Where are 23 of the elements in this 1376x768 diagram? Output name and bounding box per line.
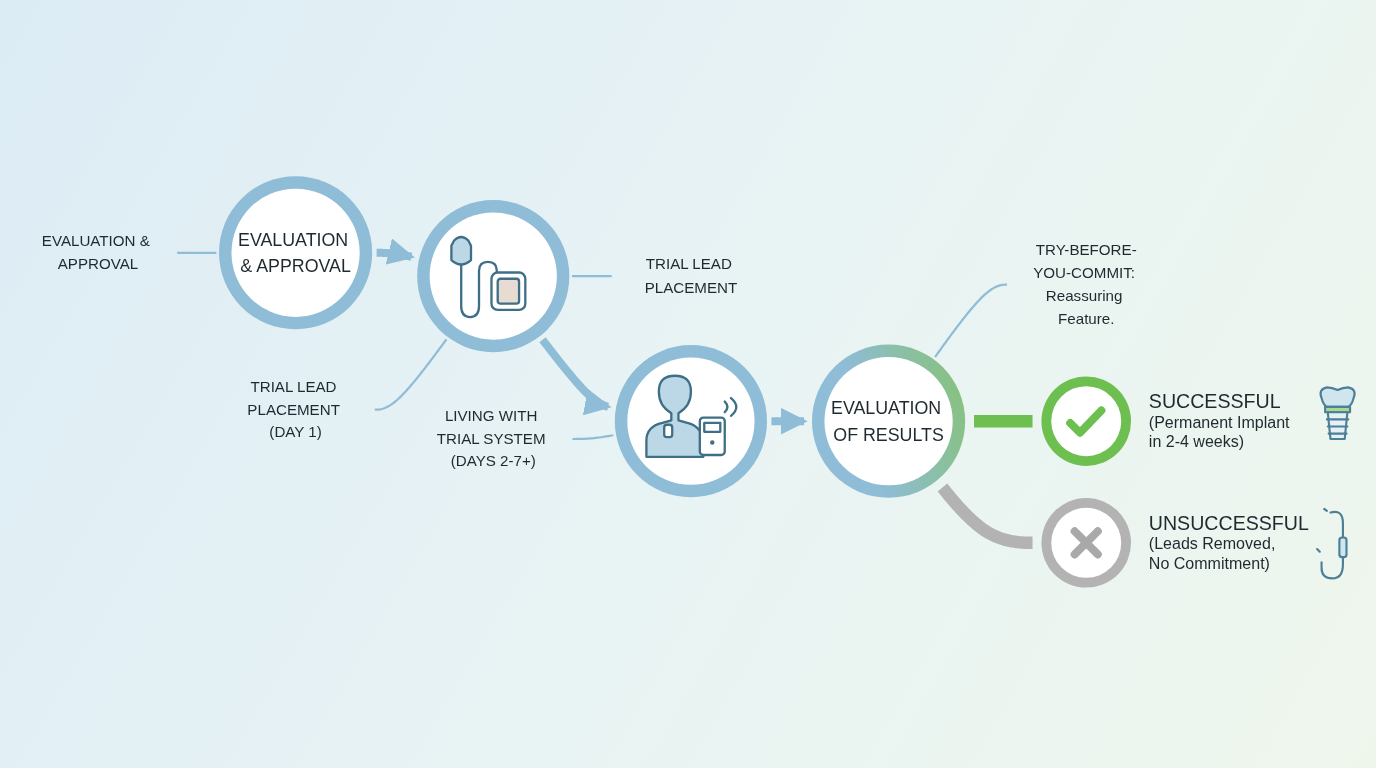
step-circle: EVALUATION & APPROVAL	[219, 176, 373, 330]
caption-text: TRIAL LEAD PLACEMENT	[644, 256, 738, 296]
leader-line	[934, 283, 1007, 358]
caption-text: LIVING WITH TRIAL SYSTEM (DAYS 2-7+)	[436, 407, 546, 470]
arrow	[374, 238, 415, 265]
outcome-circle	[1041, 498, 1132, 588]
leader-line	[177, 251, 217, 254]
leader-line	[572, 274, 613, 278]
outcome-note: (Permanent Implant in 2-4 weeks)	[1148, 413, 1291, 453]
leader-line	[572, 434, 615, 441]
caption-text: TRY-BEFORE-YOU-COMMIT: Reassuring Feature.	[1033, 241, 1137, 327]
leader-line	[374, 338, 448, 411]
outcome-note: (Leads Removed, No Commitment)	[1148, 535, 1277, 574]
step-circle	[614, 345, 767, 498]
step-circle: EVALUATION OF RESULTS	[812, 344, 966, 498]
caption-text: EVALUATION & APPROVAL	[41, 232, 150, 273]
step-circle	[417, 200, 570, 353]
arrow	[539, 337, 612, 416]
arrow	[769, 407, 808, 435]
outcome-circle	[1041, 376, 1132, 466]
outcome-heading: SUCCESSFUL	[1148, 390, 1281, 414]
caption-text: TRIAL LEAD PLACEMENT (DAY 1)	[247, 378, 340, 441]
outcome-heading: UNSUCCESSFUL	[1148, 511, 1309, 536]
